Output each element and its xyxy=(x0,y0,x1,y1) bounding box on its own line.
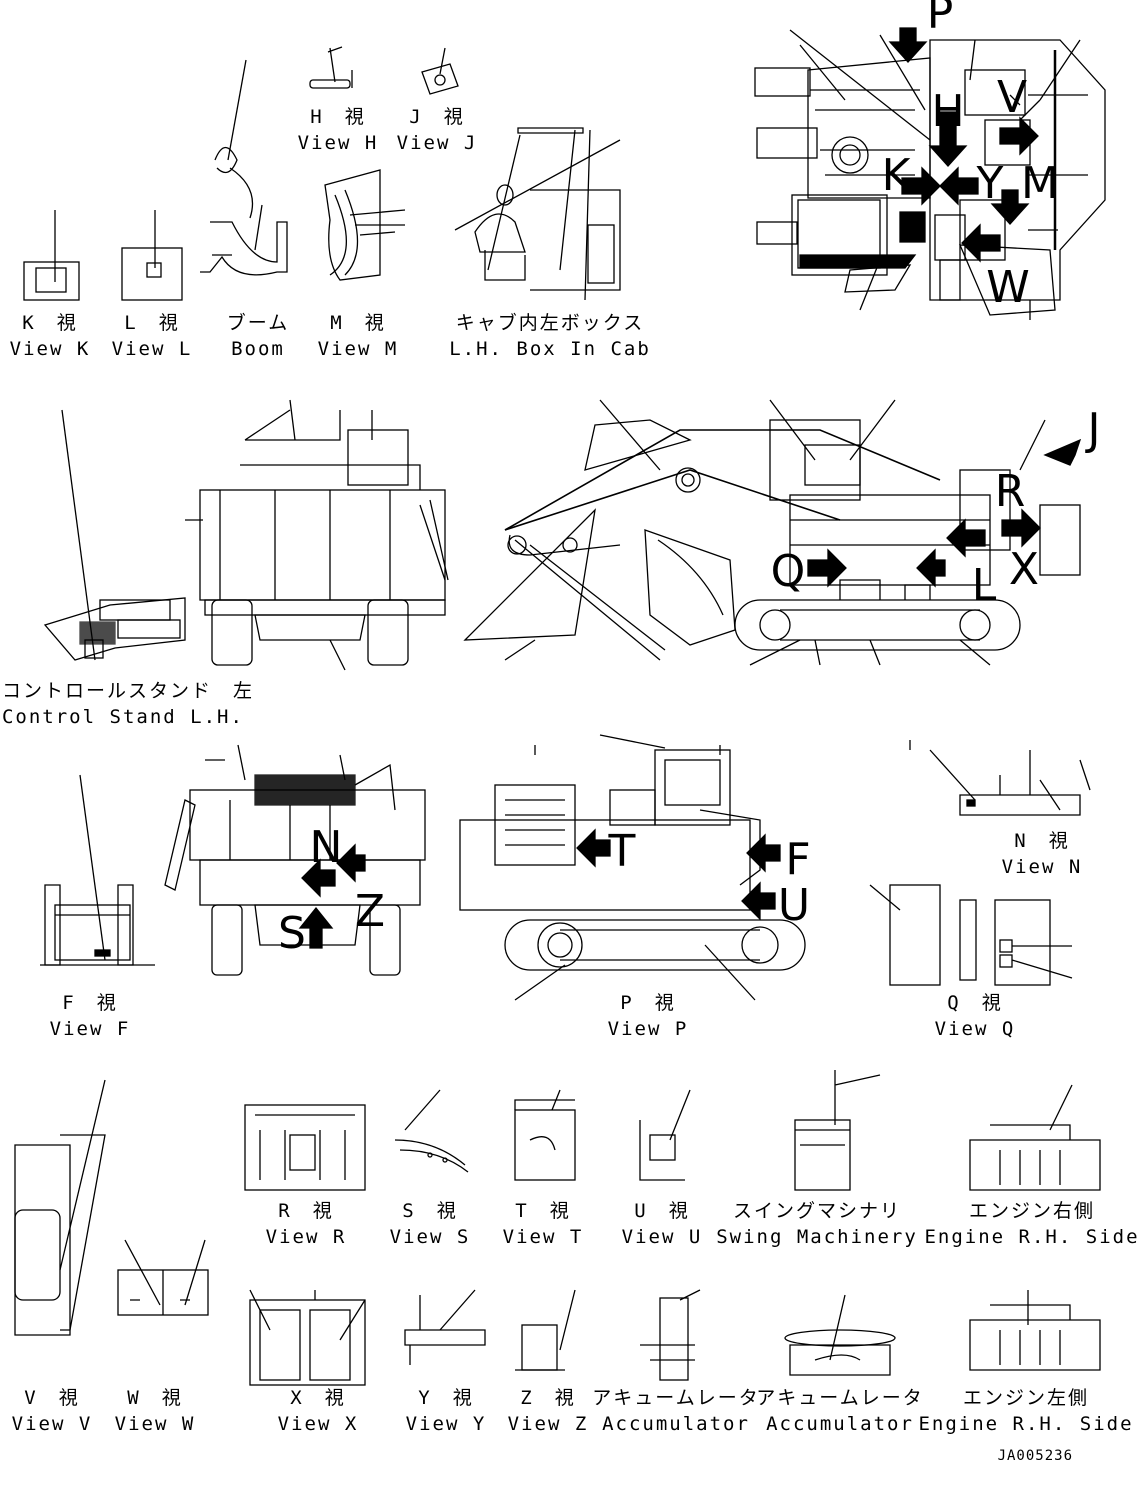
view-n-illustration xyxy=(929,749,1091,816)
view-h-illustration xyxy=(309,46,353,89)
view-t-illustration xyxy=(514,1089,576,1181)
view-letter-u-marker: U xyxy=(777,880,811,931)
engine-rh-side-illustration xyxy=(969,1084,1101,1191)
lh-box-in-cab-illustration xyxy=(454,127,621,301)
view-letter-y-marker: Y xyxy=(976,158,1004,209)
accumulator-2-illustration xyxy=(784,1294,896,1376)
view-letter-f-marker: F xyxy=(785,834,811,885)
view-letter-z-marker: Z xyxy=(354,886,386,937)
view-f-illustration xyxy=(40,774,155,966)
view-y-illustration xyxy=(404,1289,486,1365)
view-letter-t-marker: T xyxy=(608,826,636,877)
view-j-illustration xyxy=(421,47,459,95)
control-stand-illustration xyxy=(43,409,186,661)
view-r-illustration xyxy=(244,1104,366,1191)
view-letter-k-marker: K xyxy=(881,150,911,201)
front-view-arrows xyxy=(298,843,366,949)
view-letter-x-marker: X xyxy=(1008,544,1040,595)
view-w-illustration xyxy=(117,1239,209,1316)
view-m-illustration xyxy=(324,169,406,281)
view-q-illustration xyxy=(869,884,1073,986)
front-view-illustration xyxy=(164,744,426,976)
view-letter-l-marker: L xyxy=(971,560,997,611)
view-p-arrows xyxy=(576,828,781,921)
view-u-illustration xyxy=(639,1089,691,1181)
drawing-number: JA005236 xyxy=(997,1448,1073,1464)
view-s-illustration xyxy=(394,1089,469,1173)
accumulator-1-illustration xyxy=(640,1289,701,1381)
view-letter-n-marker: N xyxy=(309,822,343,873)
view-l-illustration xyxy=(121,210,183,301)
side-view-illustration xyxy=(463,399,1081,666)
view-letter-m-marker: M xyxy=(1021,158,1059,209)
rear-view-illustration xyxy=(185,399,449,671)
view-letter-j-marker: J xyxy=(1087,404,1101,455)
view-z-illustration xyxy=(515,1289,576,1371)
boom-illustration xyxy=(200,204,288,276)
view-letter-s-marker: S xyxy=(278,908,306,959)
swing-machinery-illustration xyxy=(794,1070,881,1191)
view-letter-q-marker: Q xyxy=(770,546,806,597)
plan-view-arrows xyxy=(888,27,1039,263)
view-k-illustration xyxy=(23,210,80,301)
view-letter-w-marker: W xyxy=(986,262,1030,313)
view-p-illustration xyxy=(459,734,911,1001)
view-letter-h-marker: H xyxy=(931,86,965,137)
side-view-arrows xyxy=(807,438,1082,588)
view-k-hook-illustration xyxy=(214,59,254,219)
engine-lh-side-illustration xyxy=(969,1290,1101,1371)
view-letter-p-marker: P xyxy=(926,0,954,39)
view-letter-r-marker: R xyxy=(994,466,1026,517)
view-x-illustration xyxy=(249,1289,366,1386)
view-v-illustration xyxy=(14,1079,106,1336)
plan-view-illustration xyxy=(754,29,1106,320)
view-letter-v-marker: V xyxy=(996,72,1028,123)
